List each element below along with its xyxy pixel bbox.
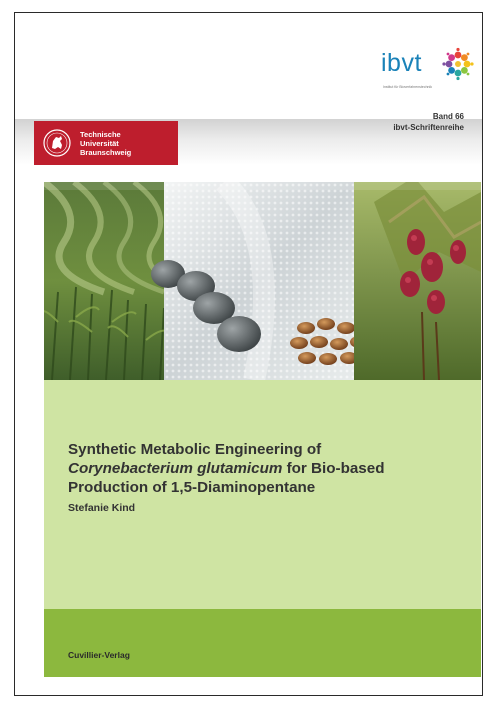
- title-line-1: Synthetic Metabolic Engineering of: [68, 441, 322, 458]
- series-info: Band 66 ibvt-Schriftenreihe: [393, 111, 464, 133]
- collage-image: [44, 182, 481, 380]
- title-line-2: Corynebacterium glutamicum for Bio-based: [68, 459, 478, 478]
- university-line-2: Universität: [80, 138, 119, 148]
- university-logo: Technische Universität Braunschweig: [34, 121, 178, 165]
- book-author: Stefanie Kind: [68, 502, 136, 514]
- university-name: Technische Universität Braunschweig: [80, 130, 131, 157]
- title-line-2-rest: for Bio-based: [282, 460, 385, 477]
- book-publisher: Cuvillier-Verlag: [68, 650, 130, 660]
- university-line-3: Braunschweig: [80, 147, 132, 157]
- title-panel: Synthetic Metabolic Engineering of Coryn…: [44, 380, 481, 609]
- ibvt-wordmark: ibvt: [381, 49, 422, 77]
- series-name: ibvt-Schriftenreihe: [393, 123, 464, 132]
- flower-icon: [442, 47, 474, 81]
- university-line-1: Technische: [80, 129, 121, 139]
- cover-photo-collage: [44, 182, 481, 380]
- title-line-3: Production of 1,5-Diaminopentane: [68, 479, 316, 496]
- title-organism: Corynebacterium glutamicum: [68, 460, 283, 477]
- lion-seal-icon: [43, 129, 71, 157]
- ibvt-logo: ibvt Institut für Bioverfahrenstechnik: [345, 45, 475, 103]
- series-volume: Band 66: [432, 112, 464, 121]
- ibvt-subtitle: Institut für Bioverfahrenstechnik: [383, 85, 433, 89]
- publisher-panel: Cuvillier-Verlag: [44, 609, 481, 677]
- book-cover: Technische Universität Braunschweig ibvt: [14, 12, 483, 696]
- book-title: Synthetic Metabolic Engineering of Coryn…: [68, 440, 478, 497]
